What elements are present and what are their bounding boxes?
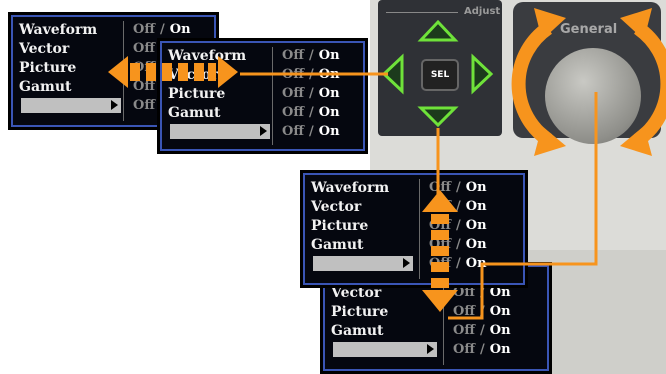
menu-2-row[interactable]: Waveform Off/On xyxy=(168,46,359,65)
off-on-toggle[interactable]: Off/On xyxy=(282,86,340,101)
menu-2-row[interactable]: Off/On xyxy=(168,122,359,141)
rotate-arrows-icon xyxy=(511,22,666,146)
menu-4-divider xyxy=(443,271,444,365)
off-on-toggle[interactable]: Off/On xyxy=(429,180,487,195)
play-triangle-icon xyxy=(260,126,267,136)
rotate-arrowhead-left-bottom xyxy=(534,126,566,156)
menu-2: Waveform Off/On Vector Off/On Picture Of… xyxy=(157,38,368,154)
menu-2-row[interactable]: Picture Off/On xyxy=(168,84,359,103)
menu-2-divider xyxy=(272,47,273,145)
off-on-toggle[interactable]: Off/On xyxy=(453,323,511,338)
rotate-arrowhead-right-top xyxy=(620,8,652,40)
menu-3-frame: Waveform Off/On Vector Off/On Picture Of… xyxy=(303,173,525,285)
menu-item-label: Gamut xyxy=(19,78,72,95)
menu-3: Waveform Off/On Vector Off/On Picture Of… xyxy=(300,170,528,288)
play-triangle-icon xyxy=(111,100,118,110)
menu-3-row[interactable]: Gamut Off/On xyxy=(311,235,519,254)
menu-3-row[interactable]: Waveform Off/On xyxy=(311,178,519,197)
general-label: General xyxy=(560,22,618,37)
menu-4-row[interactable]: Off/On xyxy=(331,340,543,359)
menu-4-selection-bar[interactable] xyxy=(333,342,437,357)
off-on-toggle[interactable]: Off/On xyxy=(282,124,340,139)
down-arrow-button[interactable] xyxy=(417,106,459,128)
menu-item-label: Picture xyxy=(19,59,77,76)
menu-item-label: Gamut xyxy=(311,236,364,253)
off-on-toggle[interactable]: Off/On xyxy=(453,342,511,357)
vertical-double-arrow-icon xyxy=(422,190,458,312)
menu-4-row[interactable]: Picture Off/On xyxy=(331,302,543,321)
horizontal-double-arrow-icon xyxy=(108,56,238,88)
menu-item-label: Gamut xyxy=(331,322,384,339)
off-on-toggle[interactable]: Off/On xyxy=(282,48,340,63)
menu-item-label: Waveform xyxy=(311,179,390,196)
play-triangle-icon xyxy=(403,258,410,268)
menu-item-label: Picture xyxy=(311,217,369,234)
rotate-arrowhead-right-bottom xyxy=(620,126,652,156)
menu-item-label: Gamut xyxy=(168,104,221,121)
menu-item-label: Waveform xyxy=(19,21,98,38)
menu-2-selection-bar[interactable] xyxy=(170,124,270,139)
rotate-arrowhead-left-top xyxy=(534,8,566,40)
adjust-label: Adjust xyxy=(464,6,501,17)
menu-item-label: Vector xyxy=(19,40,70,57)
play-triangle-icon xyxy=(427,344,434,354)
connector-line-knob xyxy=(448,92,598,320)
up-arrow-button[interactable] xyxy=(417,19,459,42)
menu-2-row[interactable]: Gamut Off/On xyxy=(168,103,359,122)
off-on-toggle[interactable]: Off/On xyxy=(133,22,191,37)
menu-item-label: Waveform xyxy=(168,47,247,64)
left-arrow-button[interactable] xyxy=(381,53,404,95)
right-arrow-button[interactable] xyxy=(471,53,494,95)
menu-2-frame: Waveform Off/On Vector Off/On Picture Of… xyxy=(160,41,365,151)
menu-1-row[interactable]: Waveform Off/On xyxy=(19,20,210,39)
sel-button[interactable]: SEL xyxy=(421,59,459,91)
menu-4-row[interactable]: Gamut Off/On xyxy=(331,321,543,340)
general-knob[interactable] xyxy=(545,48,641,144)
menu-item-label: Picture xyxy=(168,85,226,102)
menu-item-label: Vector xyxy=(331,284,382,301)
menu-3-selection-bar[interactable] xyxy=(313,256,413,271)
menu-item-label: Vector xyxy=(311,198,362,215)
menu-1-selection-bar[interactable] xyxy=(21,98,121,113)
menu-3-divider xyxy=(419,179,420,279)
menu-item-label: Picture xyxy=(331,303,389,320)
adjust-divider-line xyxy=(386,12,458,13)
off-on-toggle[interactable]: Off/On xyxy=(282,105,340,120)
